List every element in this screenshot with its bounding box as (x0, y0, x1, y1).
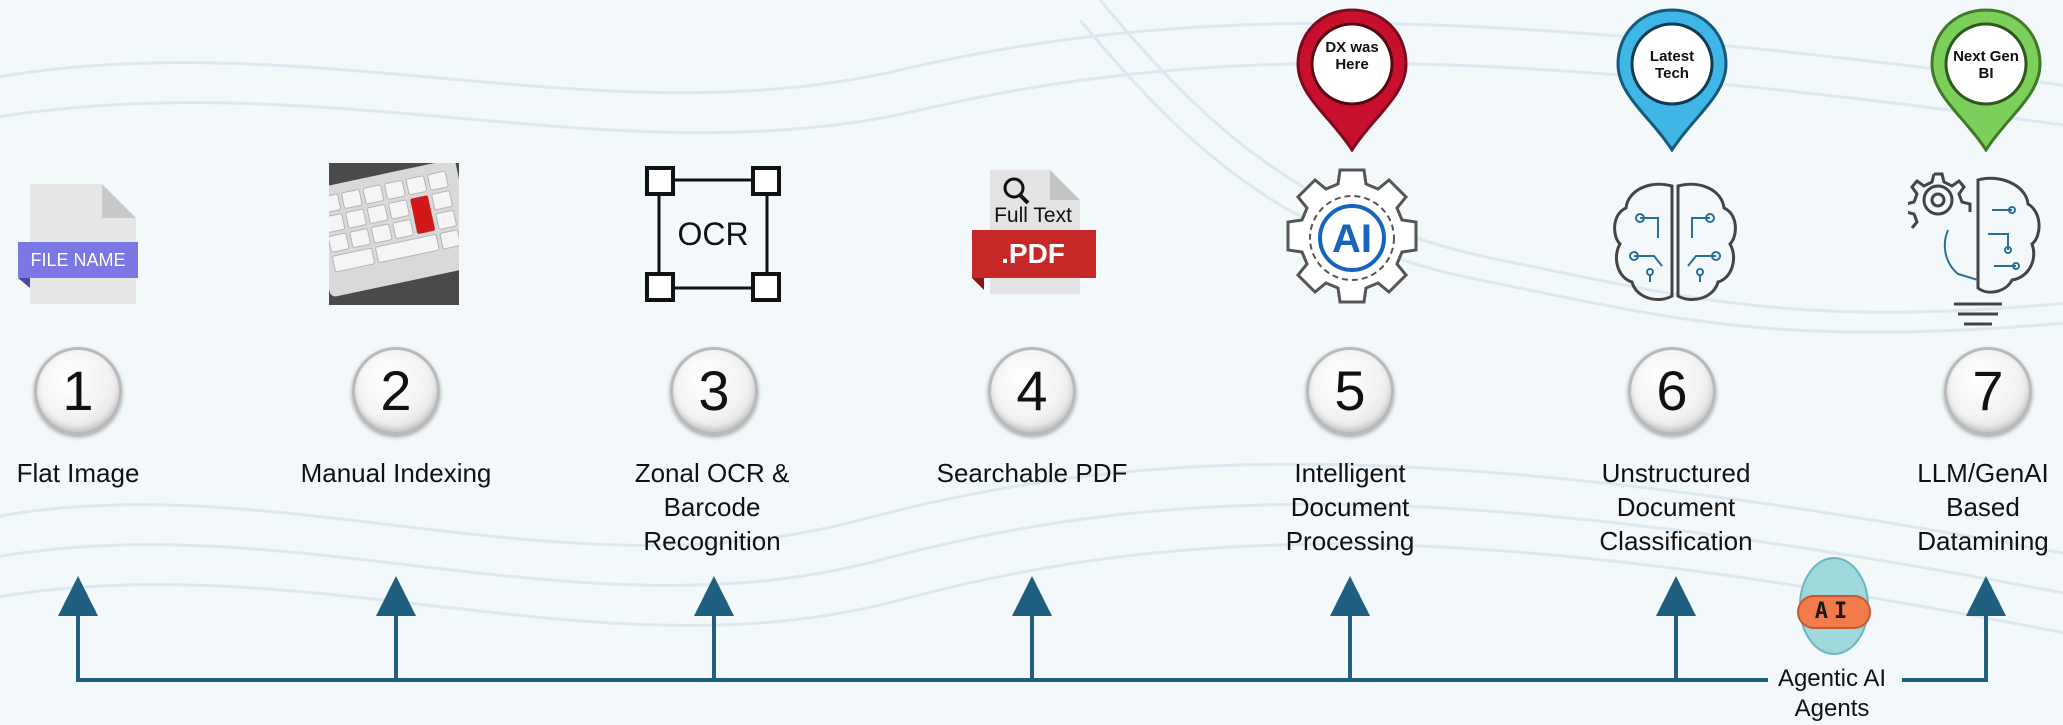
step-number-4: 4 (988, 347, 1076, 435)
step-label-5: Intelligent Document Processing (1285, 458, 1415, 556)
ai-gear-text: AI (1332, 217, 1372, 261)
step-number-7: 7 (1944, 347, 2032, 435)
gear-brain-bulb-icon (1904, 170, 2048, 334)
full-text-label: Full Text (994, 204, 1072, 227)
step-number-1: 1 (34, 347, 122, 435)
ai-gear-icon: AI (1282, 168, 1422, 308)
map-pin-green-icon: Next Gen BI (1926, 6, 2046, 153)
ocr-box-icon: OCR (645, 166, 781, 302)
ocr-box-text: OCR (677, 216, 749, 252)
step-label-7: LLM/GenAI Based Datamining (1917, 458, 2049, 556)
ai-agent-icon: AI (1794, 552, 1874, 656)
step-number-6: 6 (1628, 347, 1716, 435)
pin-text-dx: DX was Here (1325, 39, 1379, 73)
step-number-5: 5 (1306, 347, 1394, 435)
step-label-3: Zonal OCR & Barcode Recognition (634, 458, 790, 556)
file-name-icon: FILE NAME (16, 182, 152, 306)
pdf-banner-label: .PDF (1001, 238, 1065, 269)
file-name-tag-text: FILE NAME (30, 250, 126, 270)
step-number-3: 3 (670, 347, 758, 435)
step-number-2: 2 (352, 347, 440, 435)
keyboard-icon (309, 159, 477, 305)
pin-text-nextgen: Next Gen BI (1953, 48, 2019, 82)
map-pin-red-icon: DX was Here (1292, 6, 1412, 153)
step-label-2: Manual Indexing (300, 458, 492, 488)
pdf-icon: Full Text .PDF (970, 168, 1096, 296)
step-label-6: Unstructured Document Classification (1599, 458, 1753, 556)
ai-agent-badge-text: AI (1814, 599, 1854, 624)
agentic-label: Agentic AI Agents (1777, 665, 1887, 722)
brain-circuit-icon (1610, 178, 1740, 308)
step-label-4: Searchable PDF (936, 458, 1128, 488)
step-label-1: Flat Image (16, 458, 140, 488)
pin-text-latest: Latest Tech (1649, 48, 1695, 82)
map-pin-blue-icon: Latest Tech (1612, 6, 1732, 153)
